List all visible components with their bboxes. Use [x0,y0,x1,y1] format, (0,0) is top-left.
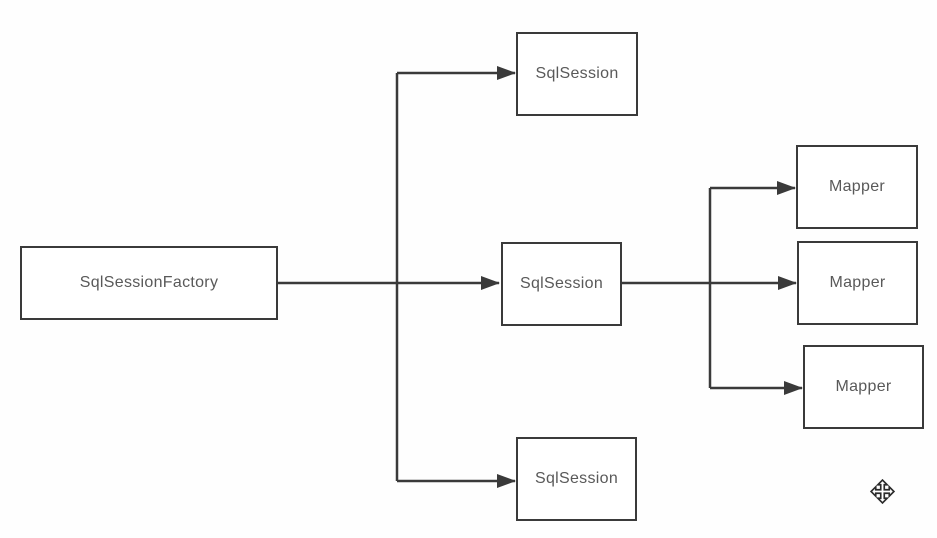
node-sqlsession-bottom[interactable]: SqlSession [516,437,637,521]
node-label: SqlSession [535,65,619,82]
node-label: SqlSessionFactory [79,274,219,291]
node-label: Mapper [829,274,886,291]
node-label: Mapper [835,378,892,395]
node-sqlsession-top[interactable]: SqlSession [516,32,638,116]
node-sqlsessionfactory[interactable]: SqlSessionFactory [20,246,278,320]
node-label: SqlSession [534,470,619,487]
node-mapper-2[interactable]: Mapper [797,241,918,325]
node-mapper-1[interactable]: Mapper [796,145,918,229]
node-sqlsession-middle[interactable]: SqlSession [501,242,622,326]
node-label: Mapper [828,178,886,195]
move-cursor-icon [869,478,896,505]
node-mapper-3[interactable]: Mapper [803,345,924,429]
node-label: SqlSession [519,275,604,292]
